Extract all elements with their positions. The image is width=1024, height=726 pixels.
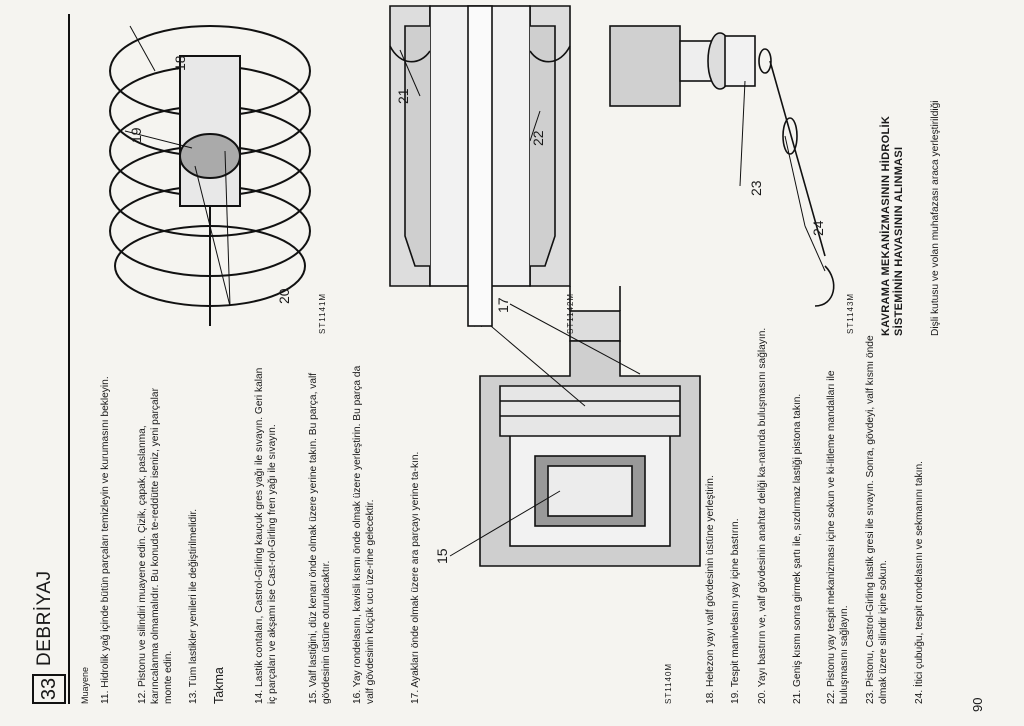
paragraph-15: 15. Valf lastiğini, düz kenarı önde olma… bbox=[308, 372, 332, 704]
header-rule bbox=[68, 14, 70, 704]
callout-19: 19 bbox=[128, 127, 144, 143]
callout-21: 21 bbox=[395, 88, 411, 104]
figure-st1140-valve-assembly bbox=[449, 286, 701, 567]
paragraph-13: 13. Tüm lastikler yenileri ile değiştiri… bbox=[188, 508, 199, 704]
paragraph-23: 23. Pistonu, Castrol-Girling lastik gres… bbox=[865, 335, 889, 704]
figure-code-st1140: ST1140M bbox=[664, 662, 673, 704]
figure-st1143-exploded-piston bbox=[609, 25, 835, 307]
paragraph-22: 22. Pistonu yay tespit mekanizması içine… bbox=[826, 370, 850, 704]
paragraph-21: 21. Geniş kısmı sonra girmek şartı ile, … bbox=[792, 393, 803, 704]
figure-st1142-section bbox=[389, 5, 571, 327]
figure-code-st1143: ST1143M bbox=[846, 292, 855, 334]
paragraph-24: 24. İtici çubuğu, tespit rondelasını ve … bbox=[914, 461, 925, 704]
paragraph-16: 16. Yay rondelasını, kavisli kısmı önde … bbox=[352, 365, 376, 704]
callout-24: 24 bbox=[810, 220, 826, 236]
callout-18: 18 bbox=[172, 55, 188, 71]
paragraph-11: 11. Hidrolik yağ içinde bütün parçaları … bbox=[100, 376, 111, 704]
figure-code-st1142: ST1142M bbox=[566, 292, 575, 334]
section-takma: Takma bbox=[212, 667, 226, 704]
callout-20: 20 bbox=[276, 288, 292, 304]
section-heading-bleeding: KAVRAMA MEKANİZMASININ HİDROLİK SİSTEMİN… bbox=[880, 115, 905, 336]
figure-code-st1141: ST1141M bbox=[318, 292, 327, 334]
paragraph-18: 18. Helezon yayı valf gövdesinin üstüne … bbox=[705, 475, 716, 704]
chapter-title: DEBRİYAJ bbox=[34, 570, 55, 666]
paragraph-12: 12. Pistonu ve silindiri muayene edin. Ç… bbox=[137, 388, 174, 704]
paragraph-17: 17. Ayakları önde olmak üzere ara parçay… bbox=[410, 451, 421, 704]
paragraph-20: 20. Yayı bastırın ve, valf gövdesinin an… bbox=[757, 327, 768, 704]
chapter-number-box: 33 bbox=[32, 674, 66, 704]
callout-23: 23 bbox=[748, 180, 764, 196]
paragraph-19: 19. Tespit manivelasını yay içine bastır… bbox=[730, 518, 741, 704]
page-number: 90 bbox=[970, 697, 985, 712]
callout-22: 22 bbox=[530, 130, 546, 146]
section-text-bleeding: Dişli kutusu ve volan muhafazası araca y… bbox=[930, 100, 941, 336]
section-muayene: Muayene bbox=[80, 666, 90, 704]
figure-st1141-spring bbox=[109, 25, 311, 326]
paragraph-14: 14. Lastik contaları, Castrol-Girling ka… bbox=[254, 367, 278, 704]
callout-15: 15 bbox=[434, 548, 450, 564]
